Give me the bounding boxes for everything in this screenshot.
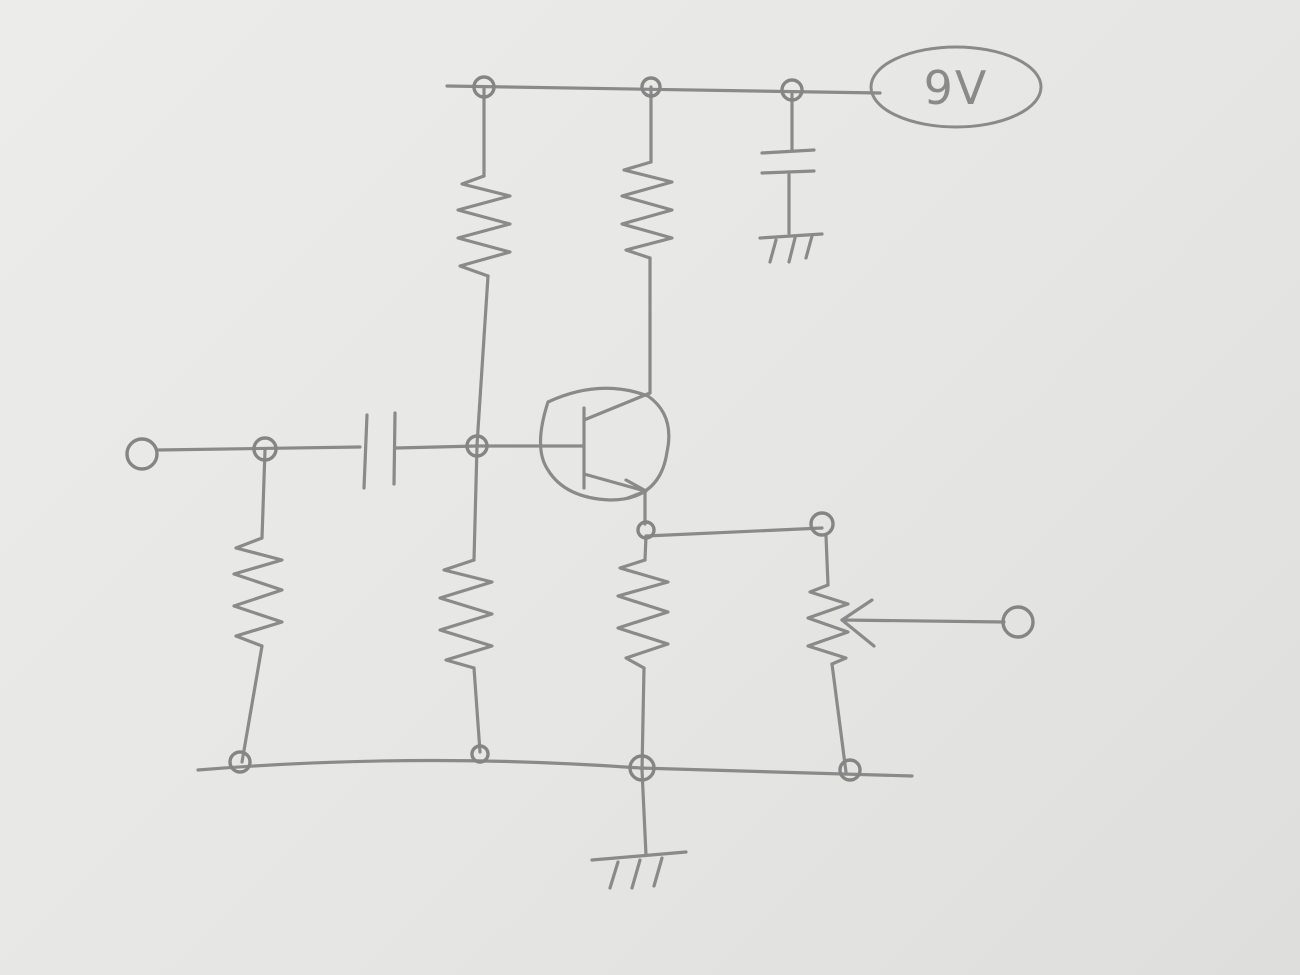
ground-icon xyxy=(590,768,688,890)
junction-node xyxy=(628,754,656,782)
input-wire xyxy=(156,445,362,452)
emitter-output-wire xyxy=(644,526,824,538)
output-potentiometer xyxy=(806,534,1006,774)
wiper-arrow xyxy=(840,598,876,648)
supply-label-circle xyxy=(869,45,1043,129)
emitter-resistor xyxy=(616,534,670,772)
coupling-capacitor xyxy=(362,411,479,490)
junction-node xyxy=(640,76,662,98)
junction-node xyxy=(838,758,862,782)
junction-node xyxy=(809,511,835,537)
junction-node xyxy=(252,436,278,462)
junction-node xyxy=(472,75,496,99)
transistor-collector xyxy=(582,391,652,422)
supply-rail xyxy=(445,84,882,95)
transistor-emitter xyxy=(582,472,647,493)
junction-node xyxy=(780,78,804,102)
decoupling-capacitor xyxy=(760,91,816,235)
collector-resistor xyxy=(620,85,674,395)
junction-node xyxy=(470,744,490,764)
bias-resistor-bottom xyxy=(438,444,494,754)
ground-icon xyxy=(758,232,824,264)
junction-node xyxy=(636,520,656,540)
supply-label-text: 9V xyxy=(924,61,989,115)
supply-label: 9V xyxy=(869,45,1043,129)
transistor-envelope xyxy=(538,386,671,502)
bias-resistor-top xyxy=(456,86,512,447)
ground-rail xyxy=(196,758,914,778)
junction-node xyxy=(465,434,489,458)
output-terminal xyxy=(1001,605,1035,639)
junction-node xyxy=(228,750,252,774)
input-terminal xyxy=(125,437,159,471)
npn-transistor xyxy=(538,386,671,526)
input-resistor xyxy=(232,448,284,764)
